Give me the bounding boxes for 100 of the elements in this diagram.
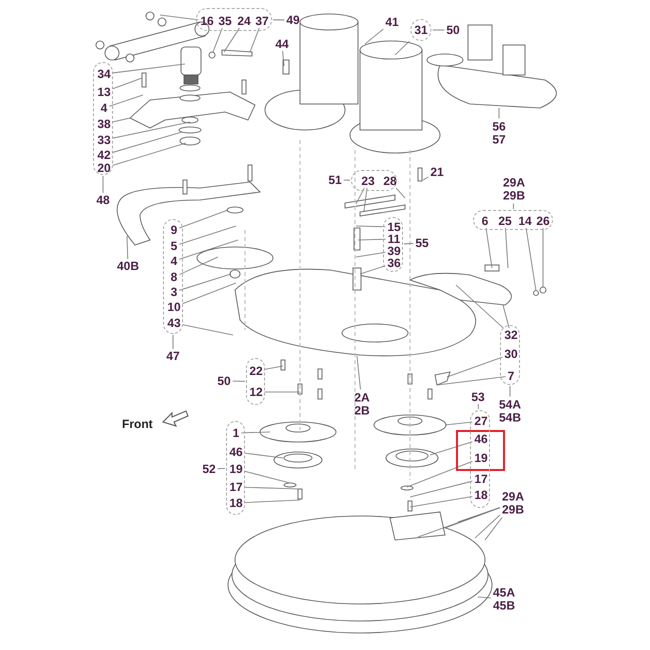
leader-line (356, 188, 365, 204)
callout-number: 19 (228, 463, 244, 475)
callout-number: 51 (327, 174, 343, 186)
callout-number: 2B (354, 404, 370, 416)
callout-number: 31 (410, 19, 432, 41)
leader-line (526, 228, 536, 292)
callout-number: 34 (96, 68, 112, 80)
callout-number: 36 (386, 257, 402, 269)
leader-line (418, 507, 500, 538)
callout-number: 45A (493, 586, 515, 598)
callout-group-outline (500, 325, 520, 385)
callout-number: 18 (228, 497, 244, 509)
callout-number: 33 (96, 134, 112, 146)
leader-line (396, 188, 406, 198)
callout-number: 48 (95, 194, 111, 206)
leader-line (272, 19, 285, 20)
leader-line (160, 14, 199, 20)
leader-line (358, 238, 386, 240)
leader-line (244, 470, 290, 484)
callout-number: 8 (170, 271, 178, 283)
leader-line (343, 180, 350, 181)
leader-line (182, 282, 236, 304)
leader-line (178, 226, 236, 245)
leader-line (178, 210, 228, 228)
leader-line (542, 228, 544, 288)
callout-number: 35 (217, 15, 233, 27)
callout-number: 37 (254, 15, 270, 27)
callout-number: 3 (170, 286, 178, 298)
callout-number: 54A (499, 398, 521, 410)
leader-line (224, 28, 240, 52)
leader-line (458, 507, 500, 522)
leader-line (410, 496, 473, 508)
leader-line (264, 366, 284, 370)
leader-line (126, 236, 128, 260)
leader-line (102, 176, 104, 194)
leader-line (484, 517, 502, 540)
leader-line (444, 507, 500, 528)
callout-number: 46 (473, 433, 489, 445)
leader-line (212, 28, 223, 52)
leader-line (498, 108, 500, 119)
leader-line (282, 50, 284, 66)
leader-line (478, 404, 479, 410)
leader-line (244, 500, 300, 503)
leader-line (112, 118, 130, 122)
callout-number: 6 (480, 215, 490, 227)
callout-number: 28 (382, 175, 398, 187)
callout-number: 53 (470, 391, 486, 403)
leader-line (240, 432, 270, 434)
callout-number: 49 (285, 14, 301, 26)
leader-line (410, 480, 473, 498)
callout-number: 45B (493, 600, 515, 612)
callout-group-outline (473, 210, 553, 230)
callout-number: 27 (473, 415, 489, 427)
callout-number: 22 (248, 365, 264, 377)
callout-number: 57 (492, 134, 506, 146)
leader-line (112, 142, 186, 166)
leader-line (486, 228, 492, 268)
callout-number: 13 (96, 86, 112, 98)
leader-line (112, 78, 142, 90)
leader-line (182, 324, 234, 336)
leader-line (394, 40, 410, 56)
callout-number: 16 (199, 15, 215, 27)
leader-line (112, 64, 186, 74)
leader-line (250, 28, 260, 52)
callout-group-outline (246, 358, 265, 405)
leader-line (446, 356, 503, 378)
leader-line (178, 274, 232, 291)
callout-number: 9 (170, 224, 178, 236)
leader-line (456, 284, 504, 328)
callout-number: 55 (414, 237, 430, 249)
callout-number: 2A (354, 392, 370, 404)
leader-line (244, 452, 284, 458)
callout-number: 52 (201, 463, 217, 475)
leader-line (478, 596, 492, 598)
callout-number: 30 (503, 348, 519, 360)
callout-number: 23 (360, 175, 376, 187)
callout-number: 32 (503, 329, 519, 341)
leader-line (502, 304, 510, 328)
callout-number: 38 (96, 118, 112, 130)
leader-line (360, 265, 386, 274)
leader-line (404, 243, 414, 244)
callout-group-outline (226, 421, 245, 515)
callout-number: 39 (386, 245, 402, 257)
callout-number: 21 (429, 166, 445, 178)
callout-number: 29B (502, 504, 524, 516)
leader-line (232, 380, 246, 382)
callout-number: 4 (100, 102, 108, 114)
callout-number: 25 (497, 215, 513, 227)
callout-number: 41 (384, 16, 400, 28)
leader-line (217, 468, 226, 470)
callout-number: 5 (170, 240, 178, 252)
callout-group-outline (383, 217, 403, 272)
leader-line (364, 28, 384, 44)
callout-number: 19 (473, 452, 489, 464)
leader-line (430, 441, 473, 456)
callout-number: 43 (166, 317, 182, 329)
callout-number: 47 (165, 350, 181, 362)
callout-number: 56 (492, 120, 506, 132)
leader-line (172, 334, 174, 350)
leader-line (436, 376, 506, 386)
